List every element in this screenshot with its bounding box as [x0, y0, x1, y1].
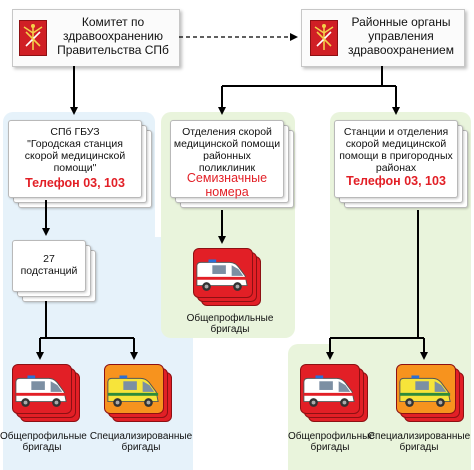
spb-coat-of-arms-icon	[19, 20, 47, 56]
committee-box: Комитет по здравоохранению Правительства…	[12, 9, 180, 67]
suburban-card: Станции и отделения скорой медицинской п…	[334, 120, 458, 198]
polyclinic-brigades-caption: Общепрофильные бригады	[186, 313, 274, 335]
suburban-general-ambulance-icon	[300, 364, 370, 424]
substations-label: 27 подстанций	[20, 253, 78, 277]
city-station-card: СПб ГБУЗ "Городская станция скорой медиц…	[8, 120, 142, 198]
city-general-caption: Общепрофильные бригады	[0, 431, 87, 453]
city-station-label: СПб ГБУЗ "Городская станция скорой медиц…	[24, 126, 126, 174]
polyclinic-card: Отделения скорой медицинской помощи райо…	[170, 120, 284, 199]
suburban-phone: Телефон 03, 103	[346, 174, 446, 188]
district-box: Районные органы управления здравоохранен…	[301, 9, 465, 67]
substations-stack: 27 подстанций	[12, 240, 102, 310]
polyclinic-phone: Семизначные номера	[186, 171, 268, 199]
suburban-label: Станции и отделения скорой медицинской п…	[339, 126, 453, 174]
city-specialized-caption: Специализированные бригады	[89, 431, 193, 453]
spb-coat-of-arms-icon	[310, 20, 338, 56]
city-station-stack: СПб ГБУЗ "Городская станция скорой медиц…	[8, 120, 152, 210]
city-station-phone: Телефон 03, 103	[25, 176, 125, 190]
city-specialized-ambulance-icon	[104, 364, 174, 424]
committee-label: Комитет по здравоохранению Правительства…	[57, 15, 169, 57]
district-label: Районные органы управления здравоохранен…	[348, 15, 454, 57]
substations-card: 27 подстанций	[12, 240, 86, 292]
polyclinic-label: Отделения скорой медицинской помощи райо…	[173, 126, 281, 174]
city-general-ambulance-icon	[12, 364, 82, 424]
polyclinic-stack: Отделения скорой медицинской помощи райо…	[170, 120, 298, 210]
suburban-stack: Станции и отделения скорой медицинской п…	[334, 120, 470, 210]
suburban-specialized-ambulance-icon	[396, 364, 466, 424]
suburban-specialized-caption: Специализированные бригады	[367, 431, 471, 453]
suburban-general-caption: Общепрофильные бригады	[288, 431, 375, 453]
polyclinic-ambulance-icon	[193, 248, 263, 308]
